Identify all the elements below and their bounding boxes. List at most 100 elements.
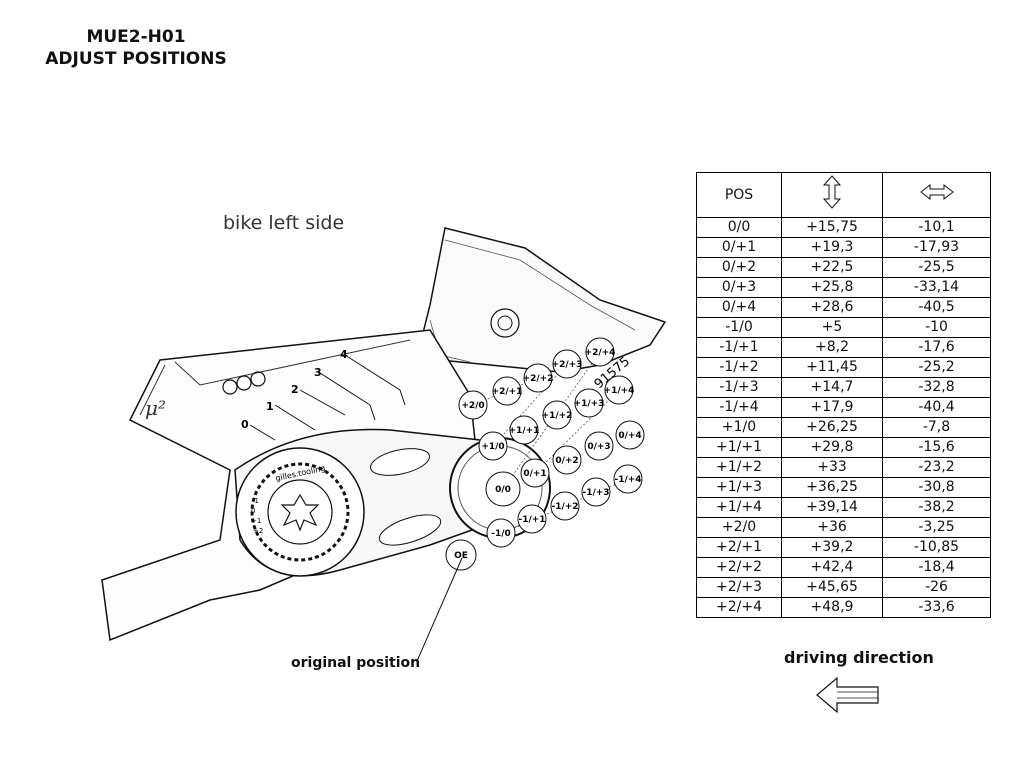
position-label: -1/0 [491, 529, 511, 539]
pos-cell: 0/+3 [696, 277, 782, 298]
horizontal-cell: -18,4 [882, 557, 991, 578]
table-row: -1/+2+11,45-25,2 [696, 357, 991, 378]
position-label: +1/+4 [604, 386, 635, 396]
table-row: 0/+2+22,5-25,5 [696, 257, 991, 278]
scale-tick-1: 1 [266, 400, 274, 413]
pos-cell: +2/0 [696, 517, 782, 538]
table-row: +1/0+26,25-7,8 [696, 417, 991, 438]
table-row: -1/+1+8,2-17,6 [696, 337, 991, 358]
vertical-cell: +45,65 [781, 577, 883, 598]
vertical-cell: +39,2 [781, 537, 883, 558]
pos-cell: -1/+2 [696, 357, 782, 378]
pos-cell: +1/+3 [696, 477, 782, 498]
horizontal-cell: -10 [882, 317, 991, 338]
vertical-cell: +8,2 [781, 337, 883, 358]
horizontal-cell: -7,8 [882, 417, 991, 438]
torx-icon [280, 493, 320, 532]
position-label: -1/+1 [518, 515, 545, 525]
table-row: 0/+1+19,3-17,93 [696, 237, 991, 258]
driving-direction-label: driving direction [784, 648, 934, 667]
table-row: +2/+1+39,2-10,85 [696, 537, 991, 558]
horizontal-cell: -10,85 [882, 537, 991, 558]
vertical-cell: +19,3 [781, 237, 883, 258]
brand-logo [222, 371, 266, 395]
dial-tick-plus1: +1 [251, 517, 261, 525]
position-circle [584, 431, 614, 461]
vertical-cell: +14,7 [781, 377, 883, 398]
vertical-cell: +36 [781, 517, 883, 538]
position-label: +2/+3 [552, 360, 583, 370]
pos-cell: +2/+4 [696, 597, 782, 618]
adjust-scale [249, 354, 406, 441]
pos-cell: -1/0 [696, 317, 782, 338]
pos-cell: +1/+1 [696, 437, 782, 458]
vertical-cell: +33 [781, 457, 883, 478]
table-row: +2/0+36-3,25 [696, 517, 991, 538]
table-row: +1/+2+33-23,2 [696, 457, 991, 478]
vertical-cell: +5 [781, 317, 883, 338]
pos-cell: +1/0 [696, 417, 782, 438]
position-label: -1/+3 [582, 488, 609, 498]
vertical-cell: +28,6 [781, 297, 883, 318]
vertical-cell: +26,25 [781, 417, 883, 438]
pos-cell: -1/+3 [696, 377, 782, 398]
position-label: 0/+3 [587, 442, 610, 452]
horizontal-cell: -10,1 [882, 217, 991, 238]
horizontal-cell: -15,6 [882, 437, 991, 458]
position-label: 0/+1 [523, 469, 546, 479]
vertical-cell: +39,14 [781, 497, 883, 518]
table-row: +1/+1+29,8-15,6 [696, 437, 991, 458]
position-label: +1/+1 [509, 426, 540, 436]
position-label: +2/+1 [492, 387, 523, 397]
horizontal-cell: -23,2 [882, 457, 991, 478]
mu-label: μ² [145, 396, 166, 420]
position-circle [552, 445, 582, 475]
upper-bracket [419, 227, 667, 373]
title-line-2: ADJUST POSITIONS [45, 49, 227, 69]
position-circle [478, 431, 508, 461]
position-label: 0/0 [495, 485, 511, 495]
position-circle [485, 471, 521, 507]
rearset-drawing: 0 1 2 3 4 μ² gilles.tooling -1 0 +1 +2 9… [101, 227, 667, 660]
title-line-1: MUE2-H01 [86, 27, 186, 47]
position-label: OE [454, 551, 468, 561]
position-label: +2/+2 [523, 374, 554, 384]
scale-tick-2: 2 [291, 383, 299, 396]
table-row: 0/0+15,75-10,1 [696, 217, 991, 238]
position-circle [574, 388, 604, 418]
horizontal-cell: -3,25 [882, 517, 991, 538]
original-position-label: original position [291, 655, 421, 671]
table-row: +1/+3+36,25-30,8 [696, 477, 991, 498]
horizontal-cell: -30,8 [882, 477, 991, 498]
position-circle [550, 491, 580, 521]
table-row: +2/+3+45,65-26 [696, 577, 991, 598]
vertical-arrow-icon [781, 172, 883, 218]
table-row: 0/+4+28,6-40,5 [696, 297, 991, 318]
driving-direction-arrow-icon [816, 676, 879, 714]
dial-tick-0: 0 [251, 507, 255, 515]
position-circle [445, 539, 477, 571]
position-circle [520, 458, 550, 488]
vertical-cell: +48,9 [781, 597, 883, 618]
table-row: -1/0+5-10 [696, 317, 991, 338]
horizontal-cell: -38,2 [882, 497, 991, 518]
pos-cell: +2/+1 [696, 537, 782, 558]
table-row: 0/+3+25,8-33,14 [696, 277, 991, 298]
table-header-row: POS [696, 172, 991, 218]
scale-tick-0: 0 [241, 418, 249, 431]
position-label: +1/0 [481, 442, 504, 452]
position-label: -1/+2 [551, 502, 578, 512]
horizontal-cell: -25,2 [882, 357, 991, 378]
position-label: +2/+4 [585, 348, 616, 358]
horizontal-cell: -33,6 [882, 597, 991, 618]
vertical-cell: +36,25 [781, 477, 883, 498]
pos-cell: -1/+4 [696, 397, 782, 418]
position-circle [542, 400, 572, 430]
position-circle [523, 363, 553, 393]
pos-cell: 0/+4 [696, 297, 782, 318]
position-circle [615, 420, 645, 450]
horizontal-cell: -32,8 [882, 377, 991, 398]
vertical-cell: +42,4 [781, 557, 883, 578]
pos-cell: 0/0 [696, 217, 782, 238]
